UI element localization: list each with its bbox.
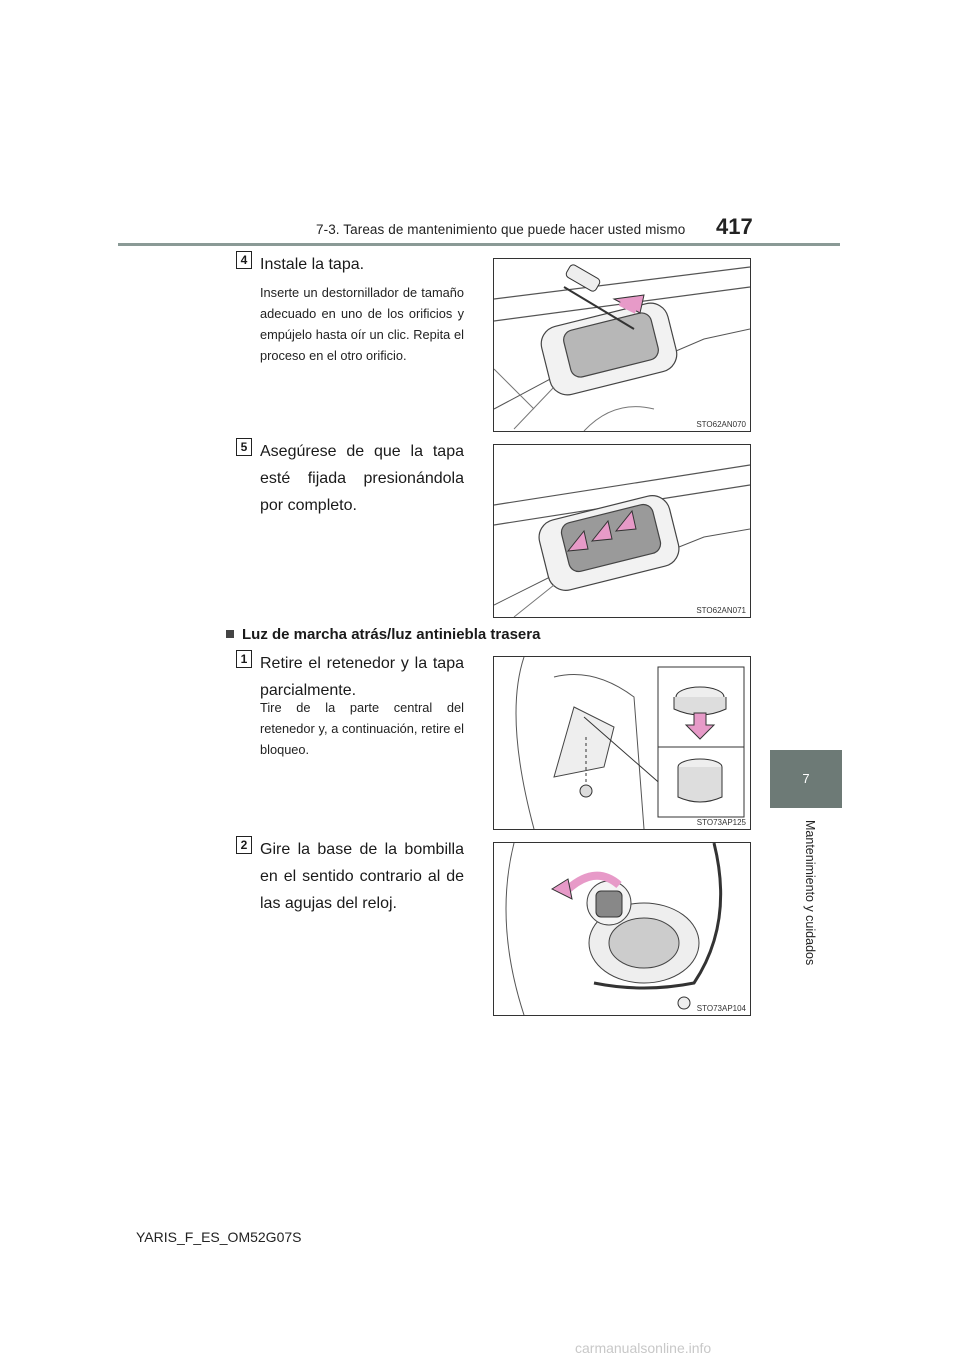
step-title: Gire la base de la bombilla en el sentid… bbox=[260, 841, 464, 912]
figure-code: STO73AP125 bbox=[696, 818, 746, 827]
bulb-base-rotation-illustration: STO73AP104 bbox=[493, 842, 751, 1016]
chapter-title-label: Mantenimiento y cuidados bbox=[803, 820, 817, 966]
retainer-removal-illustration: STO73AP125 bbox=[493, 656, 751, 830]
watermark: carmanualsonline.info bbox=[575, 1340, 712, 1356]
step-number-badge: 2 bbox=[236, 836, 252, 854]
square-bullet-icon bbox=[226, 630, 234, 638]
step-title: Instale la tapa. bbox=[260, 256, 365, 273]
figure-code: STO62AN071 bbox=[696, 606, 746, 615]
step-note: Inserte un destornillador de tamaño adec… bbox=[260, 285, 464, 363]
page-number: 417 bbox=[716, 214, 753, 239]
header-divider bbox=[118, 243, 840, 246]
cover-press-illustration: STO62AN071 bbox=[493, 444, 751, 618]
section-heading-label: Luz de marcha atrás/luz antiniebla trase… bbox=[242, 626, 541, 643]
cover-install-illustration: STO62AN070 bbox=[493, 258, 751, 432]
step-title: Retire el retenedor y la tapa parcialmen… bbox=[260, 655, 464, 699]
step-note: Tire de la parte central del retenedor y… bbox=[260, 700, 464, 757]
step-number-badge: 1 bbox=[236, 650, 252, 668]
document-code: YARIS_F_ES_OM52G07S bbox=[136, 1229, 302, 1245]
step-number-badge: 4 bbox=[236, 251, 252, 269]
section-title: 7-3. Tareas de mantenimiento que puede h… bbox=[316, 222, 686, 237]
step-number-badge: 5 bbox=[236, 438, 252, 456]
chapter-number-tab: 7 bbox=[770, 750, 842, 808]
step-title: Asegúrese de que la tapa esté fijada pre… bbox=[260, 443, 464, 514]
chapter-title-vertical: Mantenimiento y cuidados bbox=[760, 820, 860, 980]
section-heading: Luz de marcha atrás/luz antiniebla trase… bbox=[226, 626, 540, 643]
figure-code: STO62AN070 bbox=[696, 420, 746, 429]
figure-code: STO73AP104 bbox=[696, 1004, 746, 1013]
